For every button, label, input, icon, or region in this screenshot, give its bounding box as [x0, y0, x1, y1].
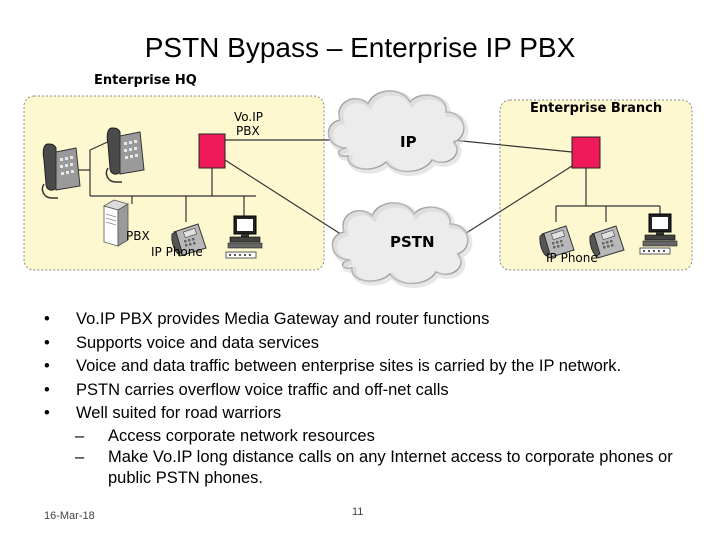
hq-label: Enterprise HQ — [94, 73, 197, 88]
slide-date: 16-Mar-18 — [44, 510, 95, 522]
bullet-dot-icon: • — [44, 357, 50, 375]
bullet-dot-icon: • — [44, 380, 50, 399]
bullet-text: Vo.IP PBX provides Media Gateway and rou… — [76, 310, 490, 328]
bullet-text: PSTN carries overflow voice traffic and … — [76, 380, 449, 399]
sub-bullet-item: – Access corporate network resources — [44, 426, 714, 447]
branch-pbx-box — [571, 136, 601, 169]
bullet-dash-icon: – — [75, 426, 85, 445]
bullet-list: • Vo.IP PBX provides Media Gateway and ro… — [44, 308, 714, 489]
voip-pbx-label-line1: Vo.IP — [234, 110, 263, 124]
branch-ip-phone-label: IP Phone — [546, 251, 598, 265]
network-diagram: Enterprise HQ Enterprise Branch Vo.IP PB… — [23, 73, 693, 300]
server-tower-icon — [103, 199, 129, 247]
slide-title: PSTN Bypass – Enterprise IP PBX — [144, 32, 576, 63]
branch-site-area — [499, 99, 693, 271]
bullet-dash-icon: – — [75, 447, 85, 466]
branch-label: Enterprise Branch — [530, 101, 662, 116]
bullet-text: Access corporate network resources — [108, 426, 375, 445]
bullet-dot-icon: • — [44, 333, 50, 352]
sub-bullet-item: – Make Vo.IP long distance calls on any I… — [44, 447, 714, 489]
voip-pbx-label-line2: PBX — [236, 124, 260, 138]
pbx-label: PBX — [126, 229, 150, 243]
bullet-dot-icon: • — [44, 310, 50, 328]
bullet-item: • Vo.IP PBX provides Media Gateway and ro… — [44, 308, 714, 332]
bullet-text: Well suited for road warriors — [76, 404, 282, 422]
bullet-text: Supports voice and data services — [76, 333, 320, 352]
bullet-item: • Supports voice and data services — [44, 332, 714, 356]
voip-pbx-box — [198, 133, 226, 169]
bullet-text: Voice and data traffic between enterpris… — [76, 357, 622, 375]
router-box-icon — [639, 247, 671, 255]
router-box-icon — [225, 251, 257, 259]
slide-page-number: 11 — [352, 506, 364, 518]
ip-cloud-label: IP — [400, 133, 417, 151]
bullet-dot-icon: • — [44, 404, 50, 422]
bullet-item: • Well suited for road warriors — [44, 402, 714, 426]
hq-ip-phone-label: IP Phone — [151, 245, 203, 259]
pstn-cloud-label: PSTN — [390, 233, 435, 251]
ip-cloud-icon — [329, 91, 466, 174]
bullet-item: • Voice and data traffic between enterpri… — [44, 355, 714, 379]
bullet-item: • PSTN carries overflow voice traffic and… — [44, 379, 714, 403]
bullet-text: Make Vo.IP long distance calls on any In… — [108, 447, 673, 487]
